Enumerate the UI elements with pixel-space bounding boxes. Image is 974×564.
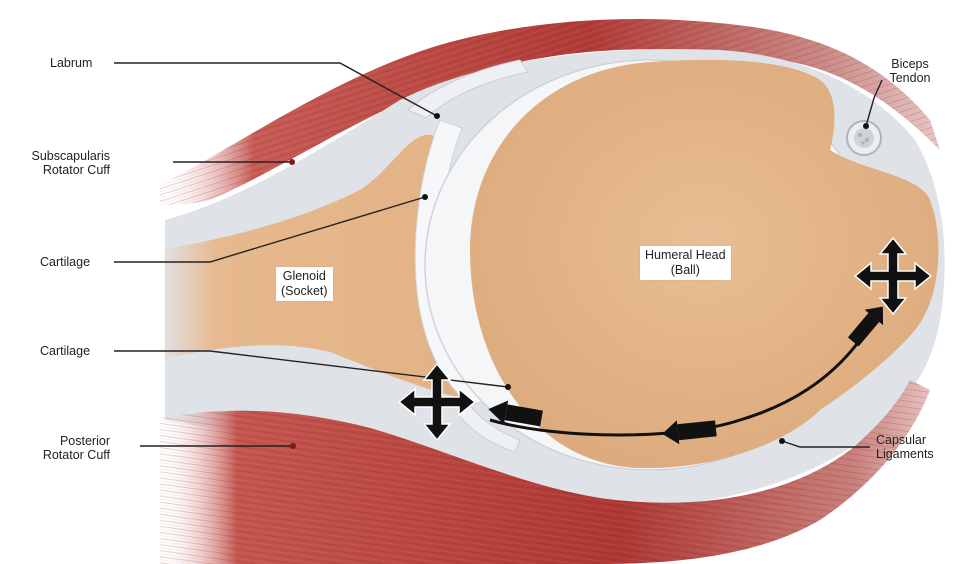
label-capsular-line1: Capsular — [876, 433, 934, 447]
label-glenoid-line2: (Socket) — [281, 284, 328, 299]
label-biceps-line1: Biceps — [880, 57, 940, 71]
label-glenoid: Glenoid (Socket) — [276, 267, 333, 301]
label-subscapularis-line2: Rotator Cuff — [6, 163, 110, 177]
label-capsular-line2: Ligaments — [876, 447, 934, 461]
label-labrum: Labrum — [50, 56, 92, 70]
label-posterior-line1: Posterior — [6, 434, 110, 448]
label-capsular-ligaments: Capsular Ligaments — [876, 433, 934, 461]
label-biceps-line2: Tendon — [880, 71, 940, 85]
label-biceps-tendon: Biceps Tendon — [880, 57, 940, 85]
label-posterior-rotator-cuff: Posterior Rotator Cuff — [6, 434, 110, 462]
label-humeral-line1: Humeral Head — [645, 248, 726, 263]
label-subscapularis: Subscapularis Rotator Cuff — [6, 149, 110, 177]
label-subscapularis-line1: Subscapularis — [6, 149, 110, 163]
label-glenoid-line1: Glenoid — [281, 269, 328, 284]
label-humeral-head: Humeral Head (Ball) — [640, 246, 731, 280]
label-cartilage-lower: Cartilage — [40, 344, 90, 358]
label-humeral-line2: (Ball) — [645, 263, 726, 278]
label-cartilage-upper: Cartilage — [40, 255, 90, 269]
label-posterior-line2: Rotator Cuff — [6, 448, 110, 462]
